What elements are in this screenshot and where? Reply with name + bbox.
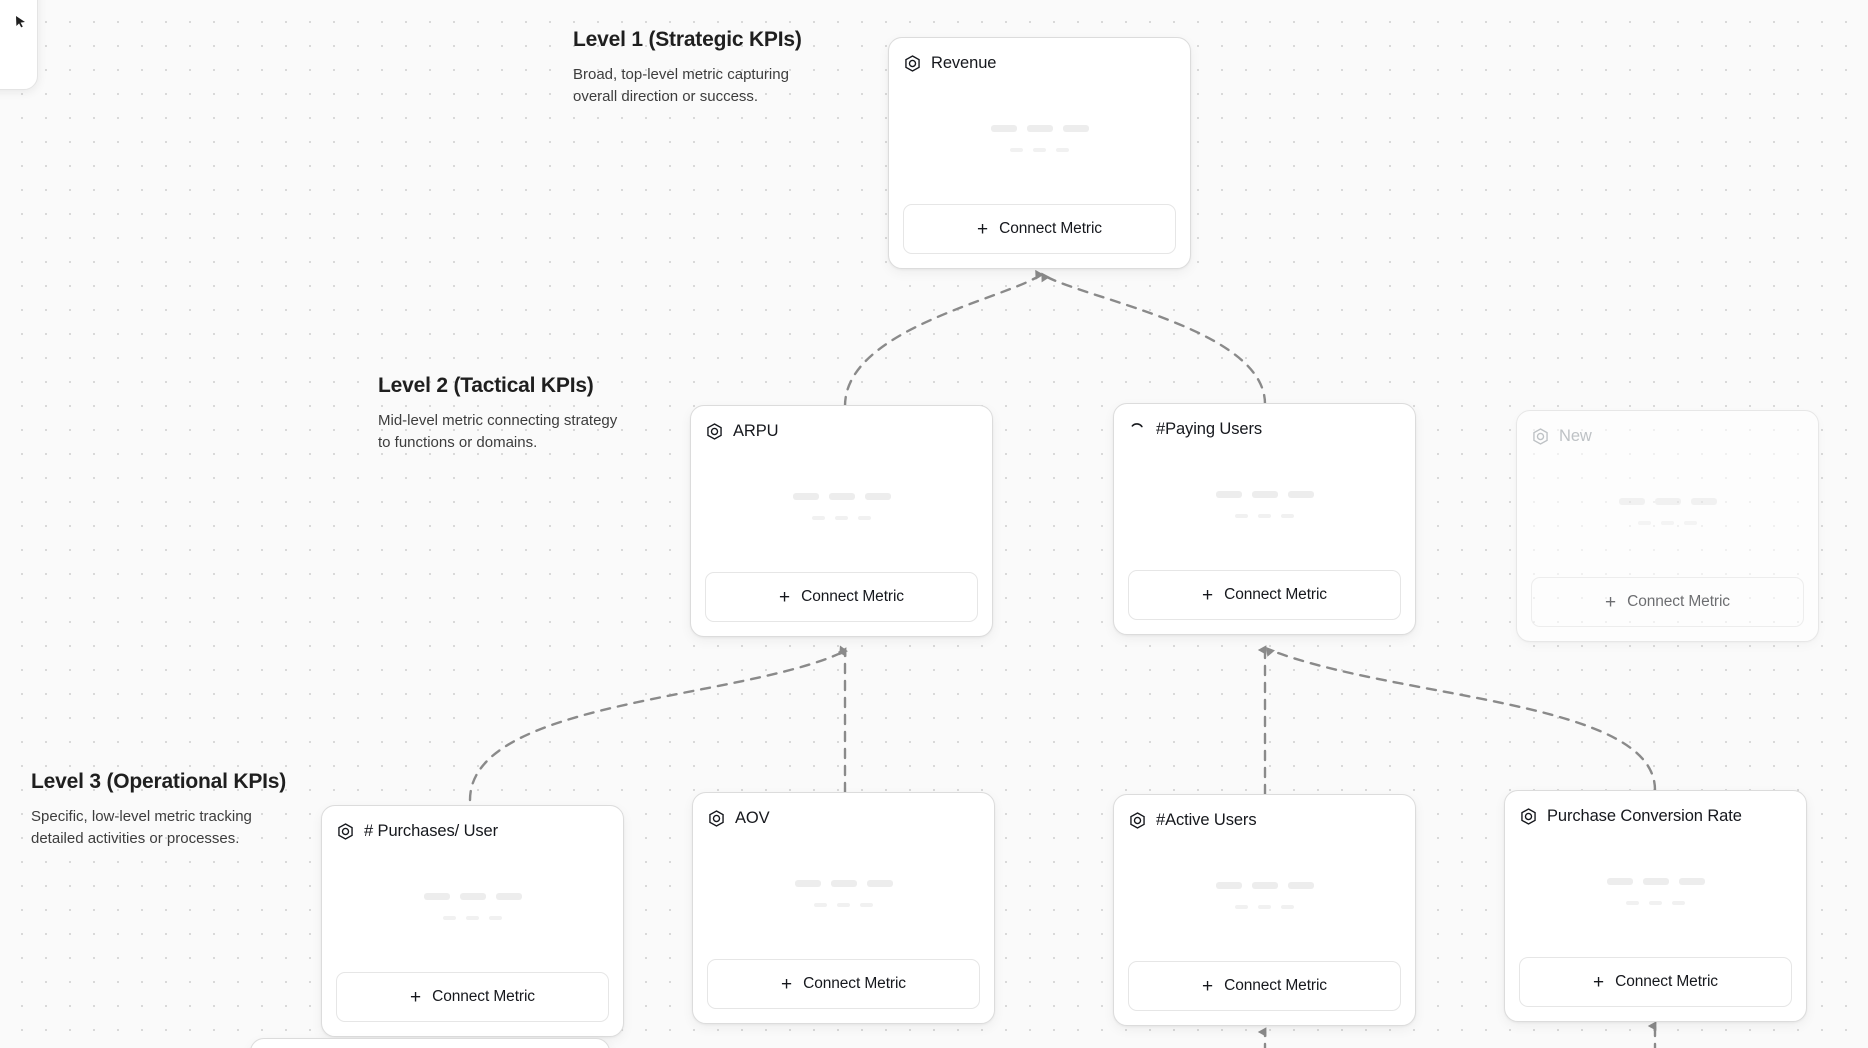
connect-metric-label: Connect Metric: [999, 220, 1102, 237]
card-skeleton-body: [705, 441, 978, 572]
plus-icon: +: [1605, 591, 1617, 613]
skeleton-row-secondary: [1626, 901, 1685, 905]
card-title: AOV: [735, 809, 770, 827]
card-title: #Active Users: [1156, 811, 1257, 829]
cursor-arrow-icon: [13, 14, 29, 35]
hexagon-metric-icon: [1531, 427, 1550, 446]
skeleton-row-secondary: [1235, 514, 1294, 518]
level-2-description: Mid-level metric connecting strategy to …: [378, 412, 618, 451]
level-3-group-label: Level 3 (Operational KPIs) Specific, low…: [31, 770, 286, 850]
level-3-title: Level 3 (Operational KPIs): [31, 770, 287, 793]
skeleton-row-primary: [423, 893, 522, 900]
metric-card-aov[interactable]: AOV + Connect Metric: [692, 792, 995, 1024]
skeleton-row-primary: [1215, 882, 1314, 889]
metric-card-paying-users[interactable]: #Paying Users + Connect Metric: [1113, 403, 1416, 635]
hexagon-metric-icon: [336, 822, 355, 841]
skeleton-row-primary: [1618, 498, 1717, 505]
metric-card-arpu[interactable]: ARPU + Connect Metric: [690, 405, 993, 637]
card-skeleton-body: [707, 828, 980, 959]
plus-icon: +: [410, 986, 422, 1008]
metric-card-offscreen-partial[interactable]: [250, 1038, 610, 1048]
level-1-title: Level 1 (Strategic KPIs): [573, 28, 802, 51]
card-header: Revenue: [903, 54, 1176, 73]
skeleton-row-secondary: [1010, 148, 1069, 152]
hexagon-metric-icon: [707, 809, 726, 828]
connect-metric-button[interactable]: + Connect Metric: [1531, 577, 1804, 627]
plus-icon: +: [1593, 971, 1605, 993]
connect-metric-label: Connect Metric: [1224, 977, 1327, 994]
metric-card-new[interactable]: New + Connect Metric: [1516, 410, 1819, 642]
floating-toolbar-panel[interactable]: [0, 0, 38, 90]
card-skeleton-body: [1128, 439, 1401, 570]
loading-spinner-icon: [1128, 420, 1147, 439]
card-title: ARPU: [733, 422, 779, 440]
metric-card-purchases-per-user[interactable]: # Purchases/ User + Connect Metric: [321, 805, 624, 1037]
skeleton-row-secondary: [1235, 905, 1294, 909]
card-header: ARPU: [705, 422, 978, 441]
connect-metric-label: Connect Metric: [801, 588, 904, 605]
card-skeleton-body: [336, 841, 609, 972]
connect-metric-button[interactable]: + Connect Metric: [903, 204, 1176, 254]
connect-metric-label: Connect Metric: [1627, 593, 1730, 610]
card-title: #Paying Users: [1156, 420, 1262, 438]
plus-icon: +: [977, 218, 989, 240]
skeleton-row-primary: [1215, 491, 1314, 498]
connect-metric-button[interactable]: + Connect Metric: [707, 959, 980, 1009]
hexagon-metric-icon: [705, 422, 724, 441]
level-1-group-label: Level 1 (Strategic KPIs) Broad, top-leve…: [573, 28, 823, 108]
plus-icon: +: [1202, 975, 1214, 997]
plus-icon: +: [1202, 584, 1214, 606]
connect-metric-button[interactable]: + Connect Metric: [1519, 957, 1792, 1007]
skeleton-row-secondary: [814, 903, 873, 907]
card-title: Revenue: [931, 54, 997, 72]
connect-metric-button[interactable]: + Connect Metric: [336, 972, 609, 1022]
connect-metric-label: Connect Metric: [803, 975, 906, 992]
connect-metric-button[interactable]: + Connect Metric: [1128, 570, 1401, 620]
plus-icon: +: [781, 973, 793, 995]
metric-card-revenue[interactable]: Revenue + Connect Metric: [888, 37, 1191, 269]
skeleton-row-secondary: [443, 916, 502, 920]
level-2-title: Level 2 (Tactical KPIs): [378, 374, 594, 397]
skeleton-row-primary: [990, 125, 1089, 132]
connect-metric-label: Connect Metric: [432, 988, 535, 1005]
metric-card-active-users[interactable]: #Active Users + Connect Metric: [1113, 794, 1416, 1026]
card-header: #Paying Users: [1128, 420, 1401, 439]
card-skeleton-body: [1128, 830, 1401, 961]
card-skeleton-body: [1531, 446, 1804, 577]
card-skeleton-body: [903, 73, 1176, 204]
card-header: # Purchases/ User: [336, 822, 609, 841]
card-header: Purchase Conversion Rate: [1519, 807, 1792, 826]
skeleton-row-primary: [1606, 878, 1705, 885]
card-skeleton-body: [1519, 826, 1792, 957]
skeleton-row-primary: [794, 880, 893, 887]
skeleton-row-secondary: [812, 516, 871, 520]
connect-metric-button[interactable]: + Connect Metric: [705, 572, 978, 622]
card-title: # Purchases/ User: [364, 822, 499, 840]
skeleton-row-secondary: [1638, 521, 1697, 525]
plus-icon: +: [779, 586, 791, 608]
level-2-group-label: Level 2 (Tactical KPIs) Mid-level metric…: [378, 374, 628, 454]
connect-metric-label: Connect Metric: [1224, 586, 1327, 603]
hexagon-metric-icon: [1519, 807, 1538, 826]
card-header: #Active Users: [1128, 811, 1401, 830]
card-header: New: [1531, 427, 1804, 446]
connect-metric-button[interactable]: + Connect Metric: [1128, 961, 1401, 1011]
card-header: AOV: [707, 809, 980, 828]
hexagon-metric-icon: [1128, 811, 1147, 830]
card-title: New: [1559, 427, 1592, 445]
connect-metric-label: Connect Metric: [1615, 973, 1718, 990]
level-1-description: Broad, top-level metric capturing overal…: [573, 66, 789, 105]
skeleton-row-primary: [792, 493, 891, 500]
hexagon-metric-icon: [903, 54, 922, 73]
metric-card-purchase-conversion-rate[interactable]: Purchase Conversion Rate + Connect Metri…: [1504, 790, 1807, 1022]
card-title: Purchase Conversion Rate: [1547, 807, 1742, 825]
level-3-description: Specific, low-level metric tracking deta…: [31, 808, 252, 847]
